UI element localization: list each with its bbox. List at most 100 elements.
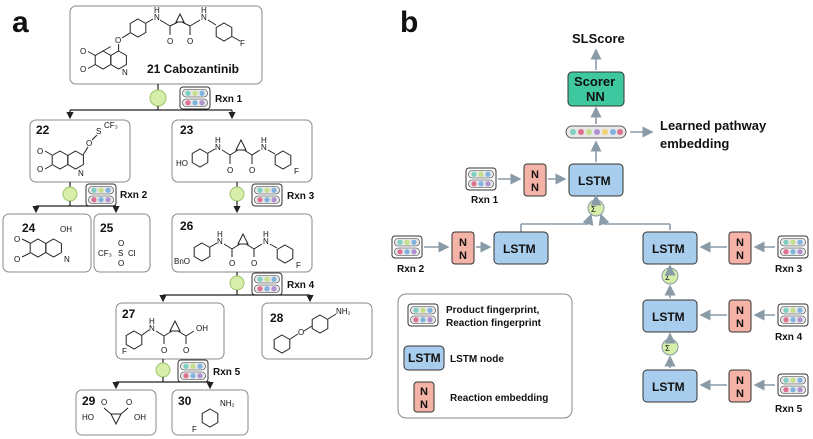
rxn-3-label: Rxn 3 — [287, 191, 315, 202]
atom-o: O — [14, 235, 20, 244]
reaction-node — [155, 362, 171, 378]
nn-label: N — [736, 305, 744, 317]
atom-cf3: CF₃ — [98, 249, 112, 258]
compound-30-label: 30 — [178, 394, 192, 408]
scorer-nn-box — [567, 71, 625, 107]
atom-o: O — [229, 259, 235, 268]
legend-box: Product fingerprint, Reaction fingerprin… — [397, 293, 573, 419]
fingerprint-icon — [251, 272, 283, 296]
atom-cl: Cl — [128, 249, 136, 258]
atom-o: O — [115, 36, 121, 45]
atom-o: O — [101, 398, 107, 407]
atom-n: N — [261, 143, 267, 152]
compound-23-box: 23 HO N H O O N H F — [171, 119, 313, 183]
atom-n: N — [78, 169, 84, 178]
atom-o: O — [37, 165, 43, 174]
rxn-3-input-label: Rxn 3 — [775, 264, 803, 275]
nn-label: N — [736, 388, 744, 400]
atom-bno: BnO — [174, 257, 190, 266]
legend-lstm-box-label: LSTM — [408, 351, 441, 365]
nn-label: N — [420, 386, 428, 398]
legend-lstm-desc: LSTM node — [450, 354, 504, 365]
compound-24-box: 24 O O OH N — [2, 213, 92, 273]
atom-o: O — [118, 259, 124, 268]
compound-22-label: 22 — [36, 123, 50, 137]
atom-h: H — [263, 230, 269, 239]
atom-o: O — [167, 37, 173, 46]
atom-o: O — [37, 147, 43, 156]
rxn-4-label: Rxn 4 — [287, 280, 315, 291]
atom-ho: HO — [82, 413, 94, 422]
atom-f: F — [192, 425, 197, 434]
atom-n: N — [64, 255, 70, 264]
reaction-embedding-2 — [451, 231, 475, 265]
reaction-embedding-3 — [728, 231, 752, 265]
rxn-2-label: Rxn 2 — [120, 190, 148, 201]
atom-h: H — [154, 6, 160, 15]
lstm-node-3 — [642, 231, 698, 265]
rxn-2-input-label: Rxn 2 — [397, 264, 425, 275]
atom-f: F — [122, 347, 127, 356]
atom-f: F — [294, 167, 299, 176]
slscore-label: SLScore — [572, 31, 625, 46]
panel-a-letter: a — [12, 6, 29, 39]
atom-oh: OH — [134, 413, 146, 422]
compound-28-box: 28 O NH₂ — [261, 302, 373, 360]
lstm-node-4 — [642, 299, 698, 333]
atom-o: O — [251, 259, 257, 268]
reaction-node — [149, 89, 167, 107]
atom-o: O — [14, 255, 20, 264]
lstm-label: LSTM — [652, 380, 685, 394]
fingerprint-icon — [251, 183, 283, 207]
fingerprint-icon — [391, 235, 423, 259]
fingerprint-icon — [407, 303, 439, 327]
atom-o: O — [187, 37, 193, 46]
atom-nh2: NH₂ — [220, 399, 235, 408]
atom-h: H — [261, 136, 267, 145]
fingerprint-icon — [777, 235, 809, 259]
nn-label: N — [736, 237, 744, 249]
atom-o: O — [298, 328, 304, 337]
compound-24-label: 24 — [22, 221, 36, 235]
reaction-node — [229, 275, 245, 291]
atom-s: S — [118, 249, 123, 258]
rxn-1-label: Rxn 1 — [215, 94, 243, 105]
atom-o: O — [227, 166, 233, 175]
nn-label: N — [736, 375, 744, 387]
atom-n: N — [215, 143, 221, 152]
atom-h: H — [201, 6, 207, 15]
lstm-node-5 — [642, 369, 698, 403]
atom-n: N — [263, 237, 269, 246]
atom-f: F — [296, 261, 301, 270]
atom-n: N — [217, 237, 223, 246]
compound-30-box: 30 NH₂ F — [171, 389, 249, 436]
atom-o: O — [80, 65, 86, 74]
scorer-nn-label: NN — [586, 89, 605, 104]
compound-26-label: 26 — [180, 219, 194, 233]
nn-label: N — [531, 169, 539, 181]
embedding-label-line-1: Learned pathway — [660, 118, 767, 133]
atom-o: O — [249, 166, 255, 175]
fingerprint-icon — [777, 373, 809, 397]
nn-label: N — [736, 250, 744, 262]
compound-23-label: 23 — [180, 123, 194, 137]
rxn-5-label: Rxn 5 — [213, 367, 241, 378]
panel-b-letter: b — [400, 6, 418, 39]
fingerprint-icon — [177, 359, 209, 383]
fingerprint-icon — [179, 86, 211, 110]
compound-29-box: 29 O O HO OH — [75, 389, 157, 436]
atom-o: O — [183, 346, 189, 355]
atom-h: H — [215, 136, 221, 145]
rxn-1-input-label: Rxn 1 — [471, 195, 499, 206]
lstm-label: LSTM — [503, 242, 536, 256]
sum-symbol: Σ — [665, 344, 670, 353]
compound-22-box: 22 O O N O S CF₃ — [29, 119, 131, 183]
sum-symbol: Σ — [665, 273, 670, 282]
nn-label: N — [736, 318, 744, 330]
atom-f: F — [240, 39, 245, 48]
nn-label: N — [531, 182, 539, 194]
sum-symbol: Σ — [591, 205, 596, 214]
rxn-5-input-label: Rxn 5 — [775, 404, 803, 415]
atom-cf3: CF₃ — [104, 121, 118, 130]
atom-o: O — [118, 239, 124, 248]
